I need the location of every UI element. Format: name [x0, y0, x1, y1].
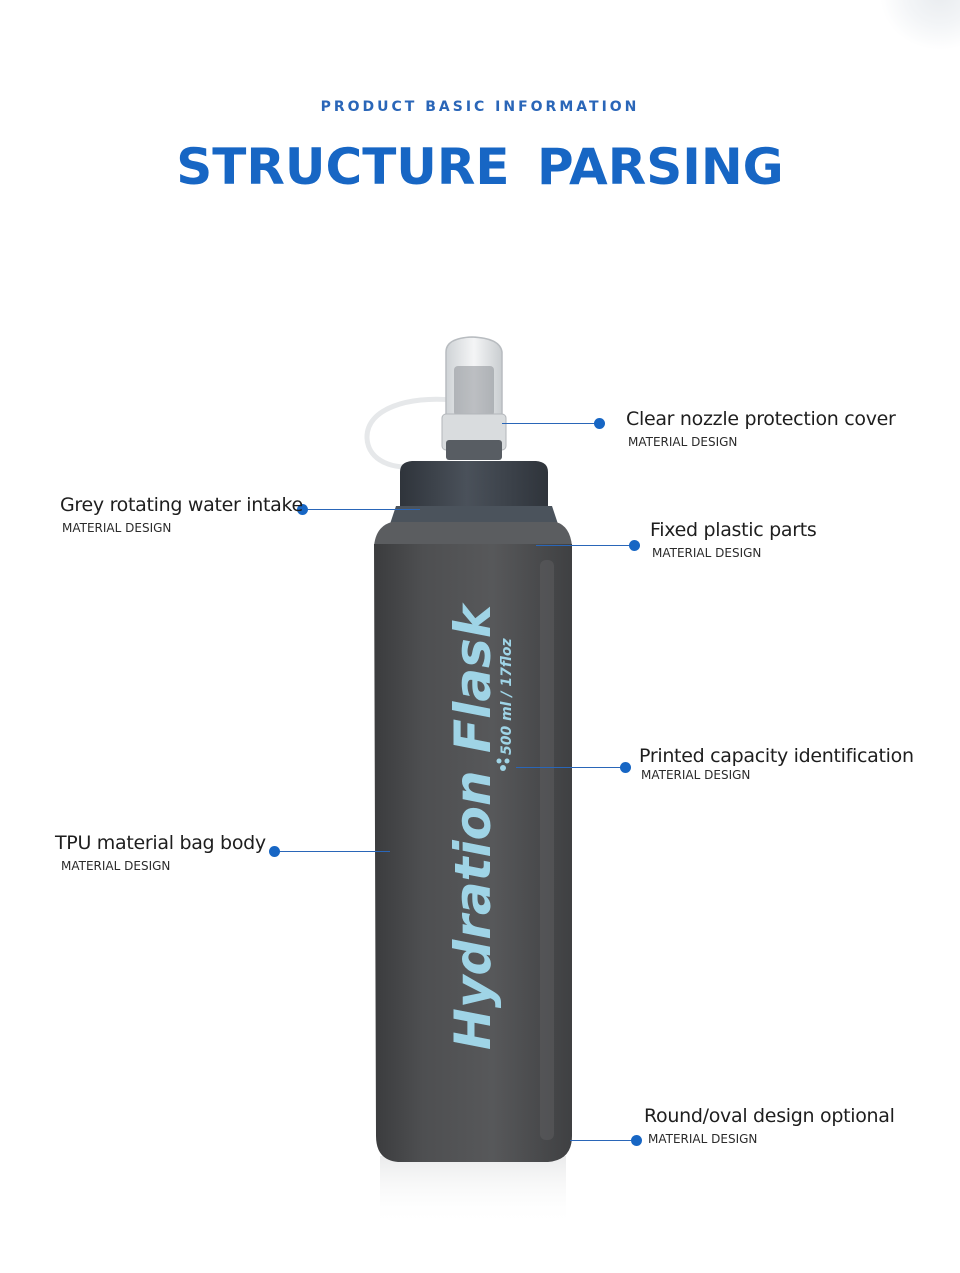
callout-subtitle: MATERIAL DESIGN	[628, 435, 738, 449]
callout-subtitle: MATERIAL DESIGN	[62, 521, 172, 535]
callout-nozzle-cover: Clear nozzle protection cover MATERIAL D…	[626, 408, 896, 449]
callout-title: Fixed plastic parts	[650, 519, 817, 541]
bottle-body	[374, 544, 572, 1162]
callout-subtitle: MATERIAL DESIGN	[652, 546, 762, 560]
leader-line-body	[274, 851, 390, 852]
callout-capacity-print: Printed capacity identification MATERIAL…	[639, 745, 914, 782]
callout-subtitle: MATERIAL DESIGN	[641, 768, 751, 782]
marker-dot-shape	[631, 1135, 642, 1146]
marker-dot-fixed	[629, 540, 640, 551]
leader-line-intake	[302, 509, 420, 510]
marker-dot-nozzle	[594, 418, 605, 429]
brand-print: Hydration Flask	[444, 602, 502, 1050]
leader-line-capacity	[516, 767, 624, 768]
section-kicker: PRODUCT BASIC INFORMATION	[320, 99, 640, 115]
drops-icon	[496, 758, 510, 771]
bottle-shoulder	[374, 522, 572, 546]
nozzle-base	[446, 440, 502, 460]
tether-loop	[364, 396, 455, 470]
callout-bag-body: TPU material bag body MATERIAL DESIGN	[55, 832, 266, 873]
leader-line-nozzle	[502, 423, 598, 424]
leader-line-shape	[570, 1140, 636, 1141]
callout-title: Round/oval design optional	[644, 1105, 895, 1127]
callout-subtitle: MATERIAL DESIGN	[648, 1132, 758, 1146]
callout-fixed-parts: Fixed plastic parts MATERIAL DESIGN	[650, 519, 817, 560]
callout-water-intake: Grey rotating water intake MATERIAL DESI…	[60, 494, 303, 535]
bottle-reflection	[380, 1156, 566, 1226]
marker-dot-intake	[297, 504, 308, 515]
rotating-cap	[400, 461, 548, 510]
callout-shape-option: Round/oval design optional MATERIAL DESI…	[644, 1105, 895, 1146]
nozzle-stem	[454, 366, 494, 416]
capacity-print: 500 ml / 17floz	[499, 638, 515, 755]
page-title: STRUCTURE PARSING	[176, 138, 784, 196]
leader-line-fixed	[536, 545, 632, 546]
callout-title: TPU material bag body	[55, 832, 266, 854]
marker-dot-body	[269, 846, 280, 857]
callout-title: Grey rotating water intake	[60, 494, 303, 516]
callout-subtitle: MATERIAL DESIGN	[61, 859, 171, 873]
callout-title: Clear nozzle protection cover	[626, 408, 896, 430]
callout-title: Printed capacity identification	[639, 745, 914, 767]
body-highlight	[540, 560, 554, 1140]
marker-dot-capacity	[620, 762, 631, 773]
cap-lower	[390, 506, 558, 524]
